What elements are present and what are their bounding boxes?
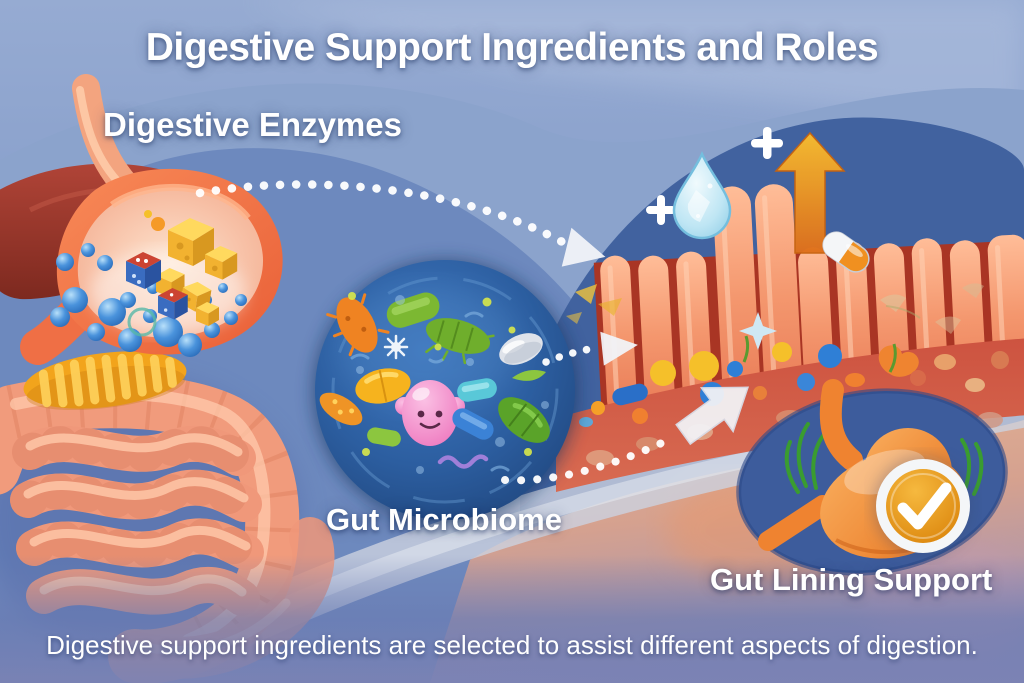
bottom-haze	[0, 555, 1024, 683]
capsule-pill-icon	[822, 231, 870, 273]
orange-bacterium	[326, 293, 390, 357]
food-dice	[126, 252, 188, 320]
gut-lining-support-badge	[736, 379, 1008, 576]
purple-squiggle-microbe	[437, 454, 489, 469]
water-droplet-icon	[672, 150, 732, 240]
page-title: Digestive Support Ingredients and Roles	[145, 26, 879, 69]
enzyme-particles	[50, 243, 247, 357]
stomach-cutaway	[20, 168, 283, 365]
dotted-arrow-enzymes-to-villi	[195, 180, 571, 249]
dotted-arrow-microbiome-to-band	[542, 343, 604, 366]
gut-microbiome-circle	[312, 259, 578, 525]
cheese-cubes	[156, 218, 238, 326]
white-arrow-large	[675, 386, 750, 446]
label-digestive-enzymes: Digestive Enzymes	[103, 106, 402, 143]
label-gut-lining-support: Gut Lining Support	[710, 562, 993, 597]
dotted-arrow-to-lining	[501, 436, 672, 485]
support-icons	[646, 127, 870, 273]
label-gut-microbiome: Gut Microbiome	[326, 502, 562, 537]
plus-icon	[646, 195, 676, 225]
connector-arrows	[195, 180, 750, 485]
caption-text: Digestive support ingredients are select…	[46, 630, 978, 660]
orange-heart-shape	[878, 345, 919, 377]
sparkle-icon	[739, 312, 777, 350]
microbes	[319, 292, 550, 474]
up-arrow-icon	[774, 131, 846, 254]
pink-mascot-microbe	[395, 380, 465, 446]
green-worm-microbe	[512, 370, 546, 381]
plus-icon	[751, 127, 783, 159]
checkmark-icon	[897, 482, 952, 530]
digestive-system-illustration	[0, 74, 335, 683]
arrowhead	[561, 227, 606, 267]
checkmark-badge-icon	[874, 457, 972, 555]
virus-particle	[383, 334, 409, 360]
pancreas	[23, 351, 187, 411]
floating-seeds	[566, 283, 984, 334]
green-caterpillar-microbe	[425, 318, 495, 365]
